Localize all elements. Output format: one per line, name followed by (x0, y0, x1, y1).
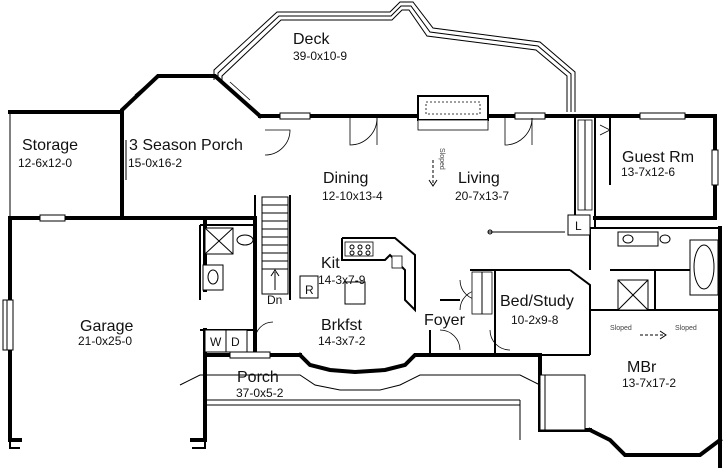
doors (229, 81, 611, 351)
bed-study-size: 10-2x9-8 (511, 313, 559, 327)
staircase (261, 196, 289, 295)
bath-fixtures (202, 227, 719, 311)
storage-walls (8, 110, 124, 217)
kit-size: 14-3x7-9 (318, 273, 366, 287)
guest-rm-name: Guest Rm (622, 149, 694, 166)
mbr-name: MBr (627, 359, 657, 376)
interior-walls (199, 116, 720, 356)
kitchen-counters (299, 237, 416, 313)
porch-edges (179, 374, 586, 440)
porch-name: Porch (237, 369, 279, 386)
season-porch-walls (120, 74, 263, 217)
storage-size: 12-6x12-0 (18, 156, 72, 170)
closets (204, 119, 593, 353)
garage-size: 21-0x25-0 (78, 334, 132, 348)
living-size: 20-7x13-7 (455, 189, 509, 203)
slope-arrows (428, 160, 667, 340)
brkfst-size: 14-3x7-2 (318, 334, 366, 348)
linen-mark: L (575, 219, 582, 233)
stairs-down-mark: Dn (267, 293, 282, 307)
garage-name: Garage (80, 318, 133, 335)
kit-name: Kit (321, 255, 340, 272)
dining-name: Dining (323, 170, 368, 187)
dining-size: 12-10x13-4 (322, 189, 383, 203)
foyer-name: Foyer (424, 312, 466, 329)
windows (39, 112, 719, 359)
mbr-size: 13-7x17-2 (622, 376, 676, 390)
guest-rm-size: 13-7x12-6 (621, 165, 675, 179)
porch-size: 37-0x5-2 (236, 386, 284, 400)
garage-door-frames (9, 440, 206, 449)
mbr-sloped-note-right: Sloped (675, 325, 697, 332)
bed-study-name: Bed/Study (500, 293, 574, 310)
season-porch-size: 15-0x16-2 (128, 156, 182, 170)
garage-window (2, 299, 14, 351)
storage-name: Storage (22, 137, 78, 154)
washer-mark: W (210, 335, 222, 349)
deck-name: Deck (293, 31, 330, 48)
living-sloped-note: Sloped (438, 148, 445, 170)
brkfst-name: Brkfst (321, 317, 362, 334)
deck-outline (213, 1, 576, 112)
season-porch-name: 3 Season Porch (129, 137, 243, 154)
fireplace (417, 95, 489, 131)
dryer-mark: D (231, 335, 240, 349)
refrigerator-mark: R (305, 283, 314, 297)
mbr-sloped-note-left: Sloped (610, 325, 632, 332)
deck-size: 39-0x10-9 (293, 49, 347, 63)
living-name: Living (458, 170, 500, 187)
